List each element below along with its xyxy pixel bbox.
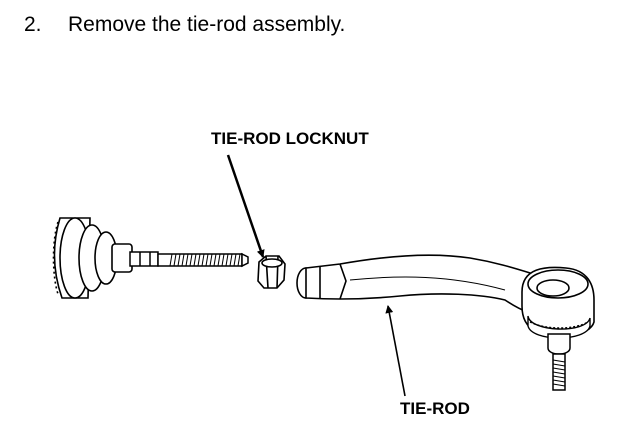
step-text: Remove the tie-rod assembly. <box>68 13 346 36</box>
shaft-threads <box>169 253 241 267</box>
tie-rod-locknut-label: TIE-ROD LOCKNUT <box>211 129 369 148</box>
step-number: 2. <box>24 13 42 36</box>
stud-threads <box>552 359 566 387</box>
tie-rod-leader-line <box>385 305 406 397</box>
ball-joint-stud <box>547 333 571 391</box>
ball-joint-boot <box>527 315 591 339</box>
rack-boot <box>52 217 133 299</box>
tie-rod-label: TIE-ROD <box>400 399 470 418</box>
instruction-step: 2. Remove the tie-rod assembly. <box>24 13 345 37</box>
tie-rod-end <box>296 254 554 315</box>
ball-joint-housing <box>521 266 595 337</box>
locknut-leader-line <box>226 154 265 258</box>
locknut <box>257 255 286 289</box>
